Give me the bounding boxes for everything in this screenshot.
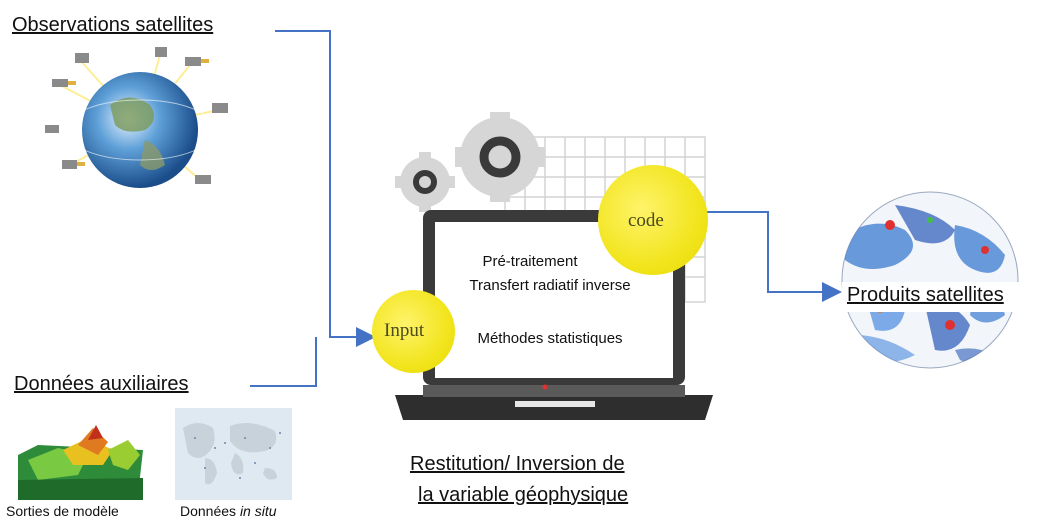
insitu-caption-italic: in situ [239, 503, 277, 519]
transfert-text: Transfert radiatif inverse [469, 277, 631, 294]
terrain-map-icon [18, 425, 143, 500]
auxiliaires-connector [250, 337, 317, 387]
produits-connector [700, 211, 842, 302]
code-bubble [598, 165, 708, 275]
earth-satellites-icon [45, 47, 228, 188]
model-caption: Sorties de modèle [6, 503, 119, 519]
insitu-caption: Données in situ [180, 503, 277, 519]
code-label: code [628, 210, 664, 231]
input-label: Input [384, 320, 425, 341]
observations-title: Observations satellites [12, 14, 214, 36]
methodes-text: Méthodes statistiques [477, 330, 623, 347]
world-map-icon [175, 408, 292, 500]
observations-connector [275, 30, 376, 347]
insitu-caption-prefix: Données [180, 503, 240, 519]
pretraitement-text: Pré-traitement [482, 253, 578, 270]
produits-title-bg [842, 282, 1034, 312]
restitution-title-line1: Restitution/ Inversion de [410, 453, 625, 475]
globe-product-icon [841, 191, 1019, 369]
restitution-title-line2: la variable géophysique [418, 484, 629, 506]
produits-title: Produits satellites [847, 284, 1004, 306]
input-bubble [372, 290, 455, 373]
auxiliaires-title: Données auxiliaires [14, 373, 189, 395]
